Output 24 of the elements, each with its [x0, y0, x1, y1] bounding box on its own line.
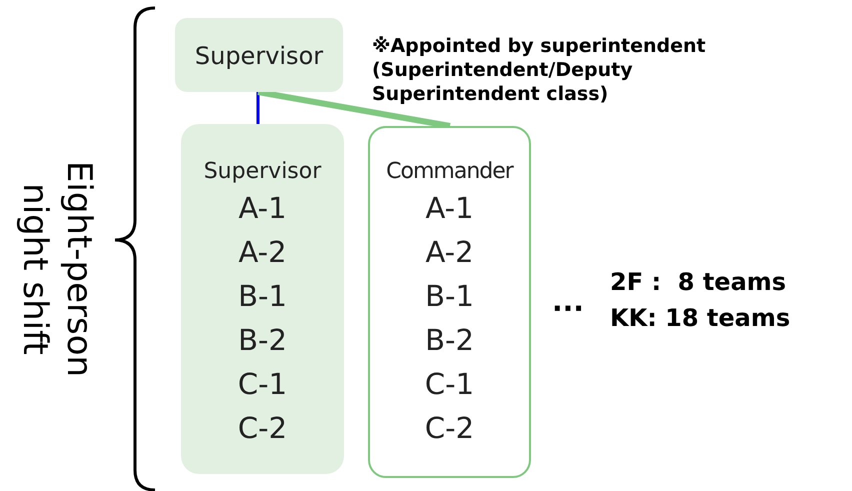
ellipsis-text: ···: [552, 292, 584, 325]
team-name: C-1: [238, 366, 288, 403]
team-name: C-2: [238, 410, 288, 447]
team-name: B-2: [425, 322, 474, 359]
note-text: ※Appointed by superintendent (Superintendent/Deputy Superintendent class): [372, 34, 707, 106]
team-name: A-1: [238, 190, 287, 227]
team-name: A-1: [425, 190, 474, 227]
team-count: 2F : 8 teams: [610, 268, 786, 296]
team-name: C-2: [424, 410, 474, 447]
team-name: C-1: [424, 366, 474, 403]
column-header: Supervisor: [204, 158, 322, 186]
connector-line: [257, 89, 451, 129]
team-name: B-2: [238, 322, 287, 359]
team-count: KK: 18 teams: [610, 304, 790, 332]
team-column-box: [181, 124, 344, 474]
team-column-box: [368, 126, 531, 478]
team-name: B-1: [238, 278, 287, 315]
vertical-label: Eight-person night shift: [14, 160, 100, 380]
team-name: A-2: [238, 234, 287, 271]
role-box: [175, 18, 343, 92]
column-header: Commander: [386, 158, 513, 186]
role-name: Supervisor: [194, 42, 324, 70]
team-name: A-2: [425, 234, 474, 271]
team-name: B-1: [425, 278, 474, 315]
